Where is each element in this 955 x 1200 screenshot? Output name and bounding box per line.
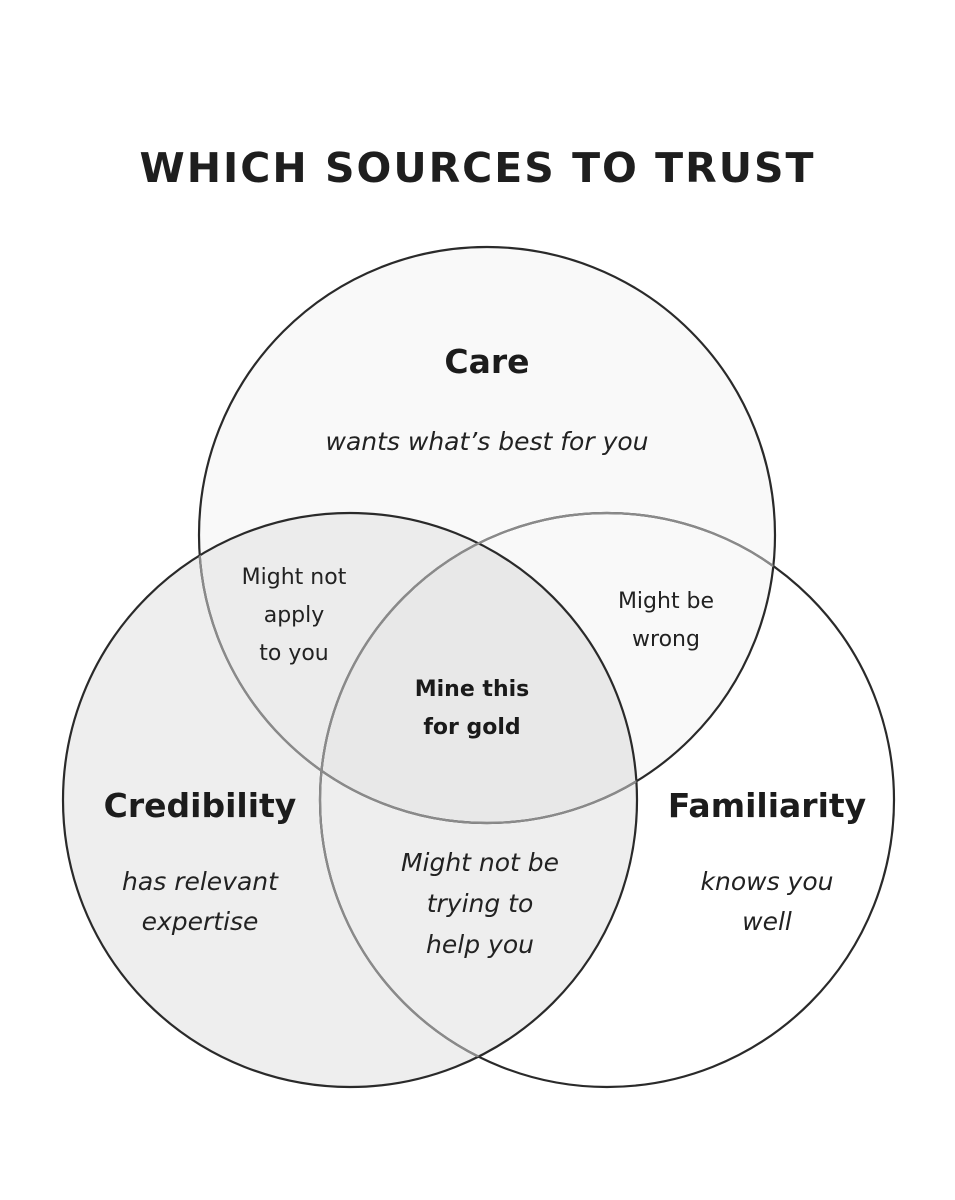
familiarity-set-description: knows you well [700,867,834,936]
credibility-set-name: Credibility [103,786,297,825]
credibility-set-description: has relevant expertise [122,867,278,936]
credibility-familiarity-overlap-label: Might not be trying to help you [400,848,560,959]
credibility-circle-outline [61,511,639,1089]
care-familiarity-overlap-label: Might be wrong [617,589,715,652]
care-credibility-overlap-label: Might not apply to you [241,565,347,666]
familiarity-set-name: Familiarity [667,786,867,825]
care-set-description: wants what’s best for you [325,427,649,456]
care-set-name: Care [444,342,530,381]
center-overlap-label: Mine this for gold [414,677,530,740]
diagram-title: WHICH SOURCES TO TRUST [139,144,816,192]
familiarity-inner-arc-lower [318,513,637,1087]
